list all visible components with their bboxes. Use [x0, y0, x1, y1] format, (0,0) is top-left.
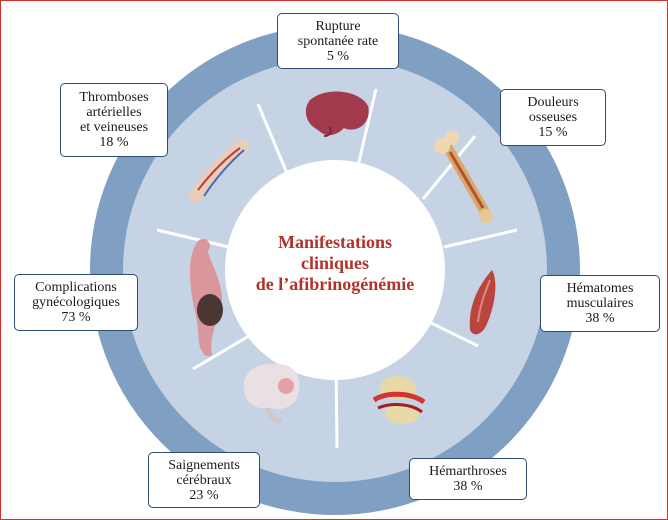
spleen-icon [305, 91, 369, 137]
label-line: et veineuses [79, 120, 149, 135]
label-percent: 38 % [585, 311, 615, 326]
label-percent: 18 % [99, 135, 129, 150]
center-title-line-1: Manifestations [278, 232, 392, 252]
label-box-hemarthrosis: Hémarthroses 38 % [409, 458, 527, 500]
label-box-thrombosis: Thromboses artérielles et veineuses 18 % [60, 83, 168, 157]
label-line: artérielles [86, 105, 142, 120]
label-box-spleen-rupture: Rupture spontanée rate 5 % [277, 13, 399, 69]
label-line: gynécologiques [32, 295, 120, 310]
center-disc [225, 160, 445, 380]
label-line: musculaires [566, 296, 634, 311]
muscle-icon [469, 270, 496, 335]
label-percent: 38 % [453, 479, 483, 494]
label-line: cérébraux [176, 472, 232, 488]
label-line: osseuses [528, 110, 578, 125]
label-box-gynecologic: Complications gynécologiques 73 % [14, 274, 138, 331]
label-line: Thromboses [79, 90, 149, 105]
label-line: Complications [35, 280, 117, 295]
center-title: Manifestations cliniques de l’afibrinogé… [215, 232, 455, 295]
label-percent: 23 % [189, 487, 219, 503]
label-box-cerebral-bleeding: Saignements cérébraux 23 % [148, 452, 260, 508]
label-line: Saignements [168, 457, 240, 473]
label-line: spontanée rate [297, 33, 379, 49]
blood-vessel-icon [189, 139, 249, 203]
label-line: Hémarthroses [429, 464, 507, 479]
label-line: Hématomes [566, 281, 634, 296]
label-box-muscle-hematoma: Hématomes musculaires 38 % [540, 275, 660, 332]
bone-icon [434, 131, 493, 223]
brain-icon [243, 363, 300, 423]
label-line: Rupture [315, 18, 361, 34]
center-title-line-3: de l’afibrinogénémie [255, 274, 415, 294]
joint-icon [372, 376, 426, 424]
pregnancy-icon [189, 239, 223, 356]
label-percent: 5 % [326, 48, 350, 64]
label-percent: 15 % [538, 125, 568, 140]
center-title-line-2: cliniques [300, 253, 370, 273]
label-line: Douleurs [527, 95, 579, 110]
label-box-bone-pain: Douleurs osseuses 15 % [500, 89, 606, 146]
label-percent: 73 % [61, 310, 91, 325]
